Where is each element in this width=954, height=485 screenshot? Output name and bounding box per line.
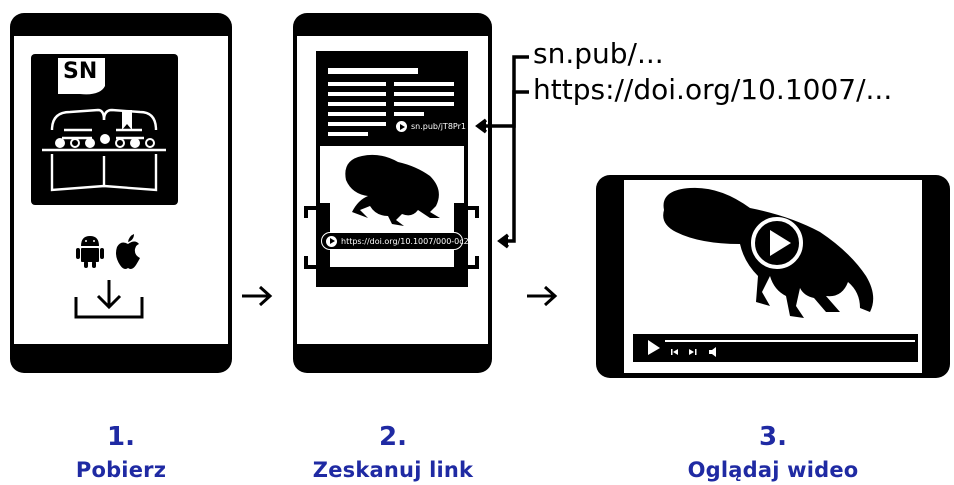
arrow-right-icon xyxy=(242,285,273,307)
document-text-lines xyxy=(328,68,454,136)
android-icon xyxy=(76,236,104,268)
step-3-label: Oglądaj wideo xyxy=(687,458,859,482)
video-controls xyxy=(633,334,918,362)
play-small-icon xyxy=(648,340,660,355)
play-icon xyxy=(396,121,407,132)
step-2-number: 2. xyxy=(379,422,407,452)
play-icon xyxy=(326,235,337,247)
phone-3 xyxy=(596,175,950,378)
short-url-callout: sn.pub/... xyxy=(533,37,664,70)
arrow-right-icon xyxy=(527,285,558,307)
step-2-label: Zeskanuj link xyxy=(312,458,474,482)
sn-logo-text: SN xyxy=(63,59,98,84)
prev-icon xyxy=(671,349,678,355)
step-1-label: Pobierz xyxy=(75,458,167,482)
download-icon xyxy=(74,280,144,319)
callout-connectors xyxy=(475,55,529,249)
apple-icon xyxy=(116,234,140,269)
phone-1 xyxy=(10,13,232,373)
step-3-number: 3. xyxy=(759,422,787,452)
dots-row xyxy=(55,134,155,148)
doi-link-pill: https://doi.org/10.1007/000-0c2 xyxy=(321,232,469,250)
volume-icon xyxy=(709,347,716,357)
short-link-text: sn.pub/jT8Pr1 xyxy=(411,122,466,131)
scan-frame xyxy=(304,206,479,269)
phone-2 xyxy=(293,13,492,373)
frog-icon xyxy=(345,154,440,226)
step-1-number: 1. xyxy=(107,422,135,452)
doi-url-callout: https://doi.org/10.1007/... xyxy=(533,73,893,106)
book-icon xyxy=(42,108,166,192)
next-icon xyxy=(689,349,697,355)
short-link-pill: sn.pub/jT8Pr1 xyxy=(392,118,466,135)
doi-link-text: https://doi.org/10.1007/000-0c2 xyxy=(341,236,469,246)
play-icon xyxy=(751,217,803,269)
